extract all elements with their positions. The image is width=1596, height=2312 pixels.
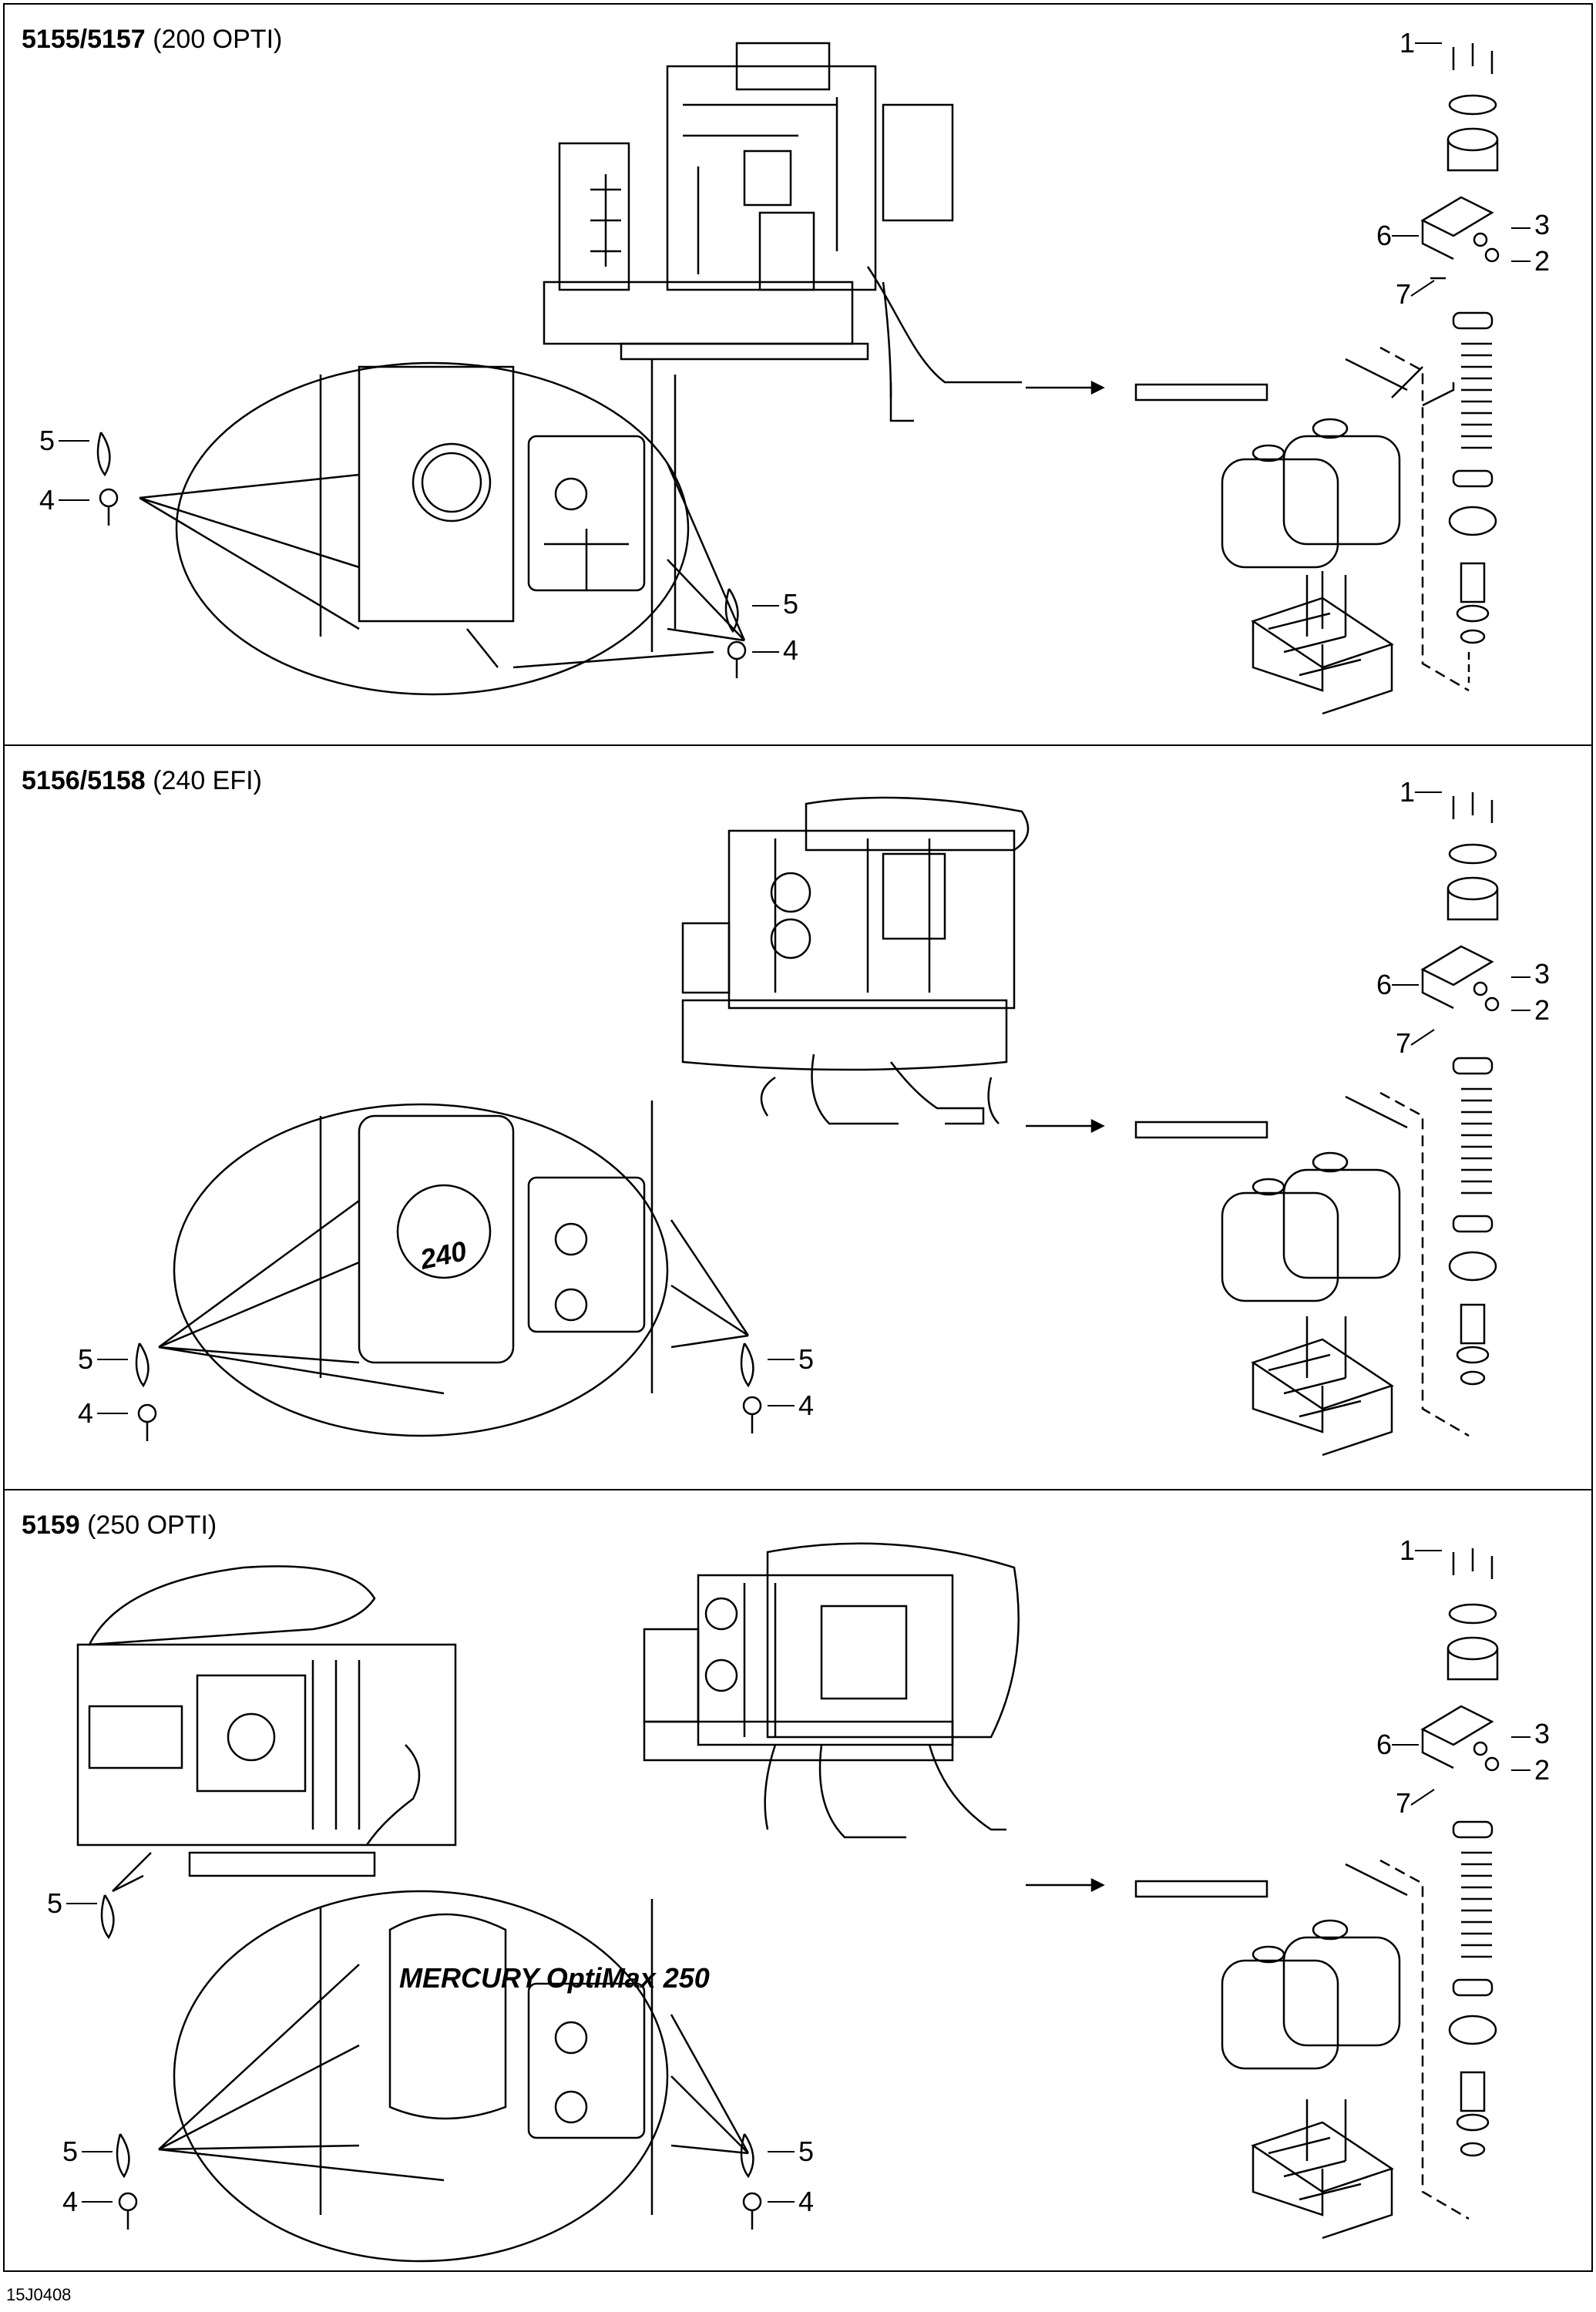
callout-2: 2 bbox=[1534, 994, 1550, 1026]
engine-illustration bbox=[543, 42, 1022, 422]
tank-bracket bbox=[1251, 2099, 1394, 2240]
oil-tank bbox=[1134, 1863, 1408, 2070]
callout-6: 6 bbox=[1376, 220, 1392, 251]
panel-5155-5157: 5155/5157 (200 OPTI) bbox=[3, 3, 1593, 746]
callout-2: 2 bbox=[1534, 1754, 1550, 1786]
callout-3: 3 bbox=[1534, 1718, 1550, 1749]
callout-1: 1 bbox=[1399, 27, 1415, 59]
cable-tie-icon bbox=[740, 2133, 754, 2179]
engine-illustration-side bbox=[76, 1565, 457, 1877]
callout-3: 3 bbox=[1534, 958, 1550, 990]
callout-5: 5 bbox=[798, 2136, 814, 2167]
panel-title: 5159 (250 OPTI) bbox=[22, 1511, 217, 1541]
panel-engine: (240 EFI) bbox=[153, 766, 262, 795]
engine-badge: MERCURY OptiMax 250 bbox=[399, 1962, 710, 1994]
cable-tie-icon bbox=[116, 2133, 130, 2179]
callout-4: 4 bbox=[78, 1397, 93, 1429]
tank-bracket bbox=[1251, 571, 1394, 715]
panel-diagram: 1 6 3 2 7 5 4 5 4 bbox=[39, 27, 1550, 715]
detail-oval bbox=[175, 359, 690, 696]
screw-icon bbox=[137, 1403, 157, 1423]
figure-code: 15J0408 bbox=[6, 2285, 72, 2304]
callout-4: 4 bbox=[798, 2186, 814, 2217]
cap-assembly-parts bbox=[1379, 43, 1500, 692]
screw-icon bbox=[742, 1396, 762, 1416]
engine-badge: 240 bbox=[417, 1235, 469, 1275]
cap-assembly-parts bbox=[1379, 1548, 1500, 2220]
callout-7: 7 bbox=[1396, 1027, 1411, 1059]
cable-tie-icon bbox=[724, 588, 739, 633]
panel-diagram: 240 1 6 3 2 7 5 4 5 4 bbox=[78, 776, 1550, 1457]
callout-2: 2 bbox=[1534, 245, 1550, 277]
callout-5: 5 bbox=[798, 1343, 814, 1375]
callout-7: 7 bbox=[1396, 278, 1411, 310]
callout-6: 6 bbox=[1376, 1729, 1392, 1760]
cable-tie-icon bbox=[135, 1343, 150, 1388]
callout-5: 5 bbox=[783, 588, 798, 620]
panel-diagram: MERCURY OptiMax 250 1 6 3 2 7 5 5 4 5 4 bbox=[47, 1534, 1550, 2263]
cable-tie-icon bbox=[740, 1343, 754, 1388]
engine-illustration-rear bbox=[643, 1542, 1020, 1839]
engine-illustration bbox=[681, 796, 1030, 1125]
callout-6: 6 bbox=[1376, 969, 1392, 1000]
callout-5: 5 bbox=[62, 2136, 78, 2167]
callout-5: 5 bbox=[39, 425, 55, 456]
detail-oval bbox=[173, 1890, 669, 2263]
screw-icon bbox=[99, 488, 119, 508]
cable-tie-icon bbox=[100, 1894, 115, 1940]
panel-model: 5159 bbox=[22, 1511, 80, 1540]
callout-3: 3 bbox=[1534, 209, 1550, 240]
screw-icon bbox=[727, 640, 747, 660]
screw-icon bbox=[742, 2192, 762, 2212]
oil-tank bbox=[1134, 358, 1455, 569]
callout-5: 5 bbox=[47, 1887, 62, 1919]
panel-title: 5155/5157 (200 OPTI) bbox=[22, 25, 282, 55]
cap-assembly-parts bbox=[1379, 792, 1500, 1437]
panel-engine: (200 OPTI) bbox=[153, 25, 283, 54]
callout-7: 7 bbox=[1396, 1787, 1411, 1819]
callout-5: 5 bbox=[78, 1343, 93, 1375]
panel-title: 5156/5158 (240 EFI) bbox=[22, 766, 262, 796]
panel-model: 5155/5157 bbox=[22, 25, 146, 54]
detail-oval bbox=[173, 1101, 669, 1437]
screw-icon bbox=[118, 2192, 138, 2212]
callout-4: 4 bbox=[798, 1390, 814, 1421]
callout-1: 1 bbox=[1399, 1534, 1415, 1566]
callout-4: 4 bbox=[62, 2186, 78, 2217]
callout-1: 1 bbox=[1399, 776, 1415, 808]
panel-5159: 5159 (250 OPTI) bbox=[3, 1489, 1593, 2272]
callout-4: 4 bbox=[783, 634, 798, 666]
panel-model: 5156/5158 bbox=[22, 766, 146, 795]
cable-tie-icon bbox=[96, 432, 111, 477]
panel-engine: (250 OPTI) bbox=[87, 1511, 217, 1540]
callout-4: 4 bbox=[39, 484, 55, 516]
tank-bracket bbox=[1251, 1316, 1394, 1457]
oil-tank bbox=[1134, 1095, 1408, 1302]
panel-5156-5158: 5156/5158 (240 EFI) bbox=[3, 744, 1593, 1490]
